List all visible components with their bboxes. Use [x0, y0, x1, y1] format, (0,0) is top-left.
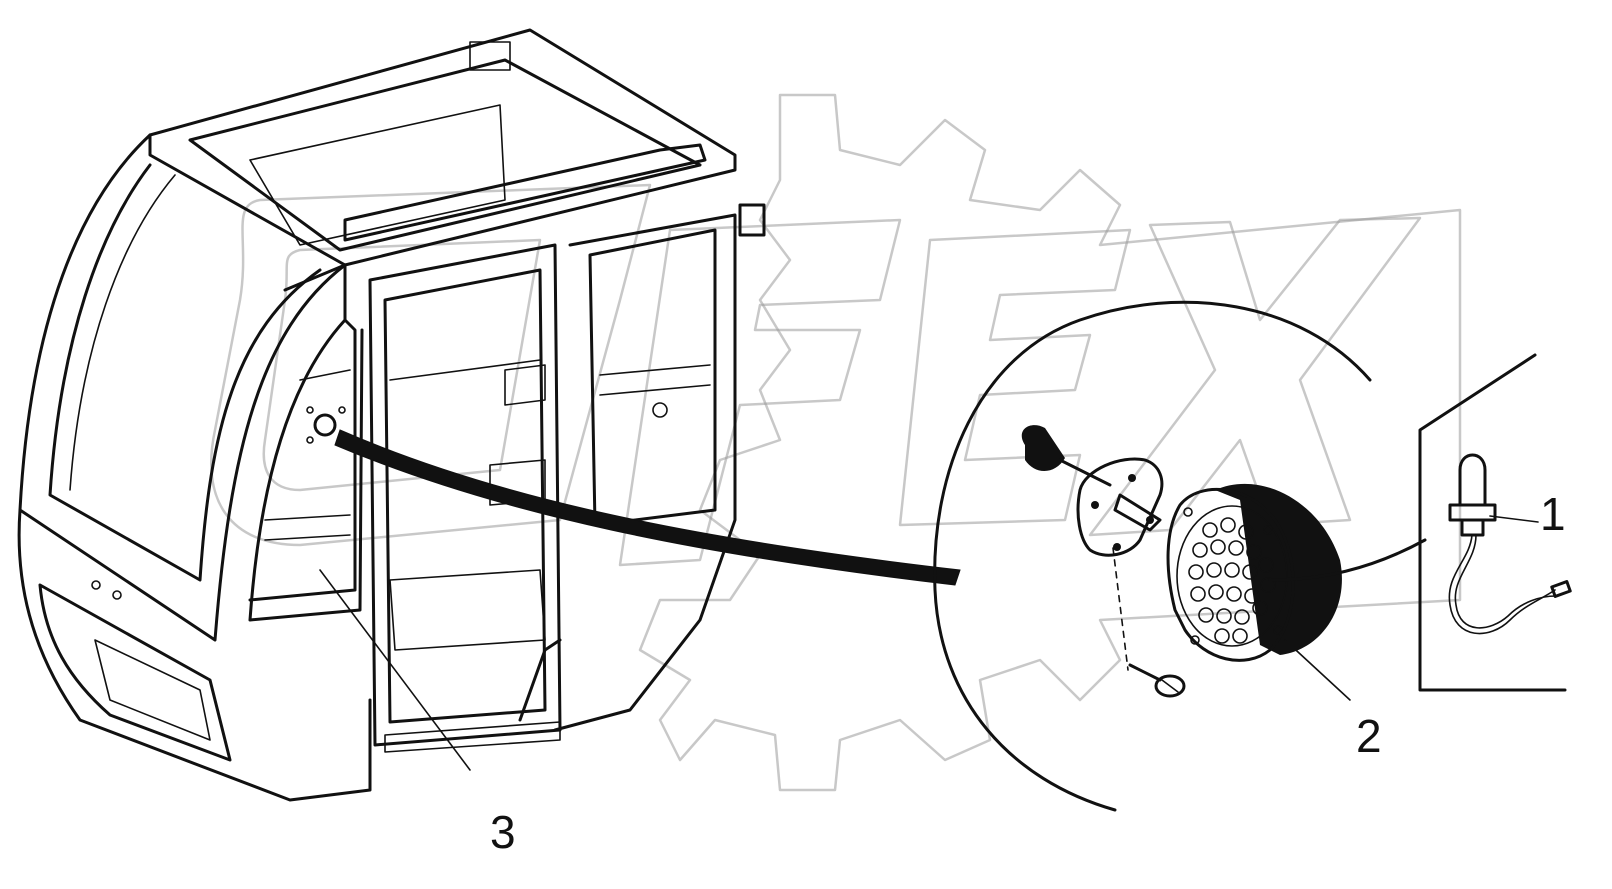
watermark-gear-logo-icon: [210, 93, 1462, 792]
callout-3-leader: [319, 569, 471, 771]
speaker-cable: [1268, 538, 1427, 582]
callout-1-number: 1: [1540, 488, 1566, 540]
detail-magnifier: [933, 300, 1372, 812]
lamp-wire-icon: [1448, 534, 1572, 635]
speaker-knob-icon: [1021, 425, 1112, 487]
mounting-plate-icon: [1076, 457, 1164, 557]
screw-icon: [1112, 547, 1186, 698]
callout-3-number: 3: [490, 806, 516, 858]
detail-leader-band: [334, 429, 961, 586]
cab-body: [17, 28, 766, 802]
lamp-bulb-icon: [1448, 453, 1497, 537]
callout-2-leader: [1284, 639, 1351, 701]
callout-2-number: 2: [1356, 710, 1382, 762]
speaker-unit-icon: [1166, 483, 1342, 662]
lamp-inset-panel: [1418, 353, 1567, 692]
callout-1-leader: [1489, 515, 1539, 523]
